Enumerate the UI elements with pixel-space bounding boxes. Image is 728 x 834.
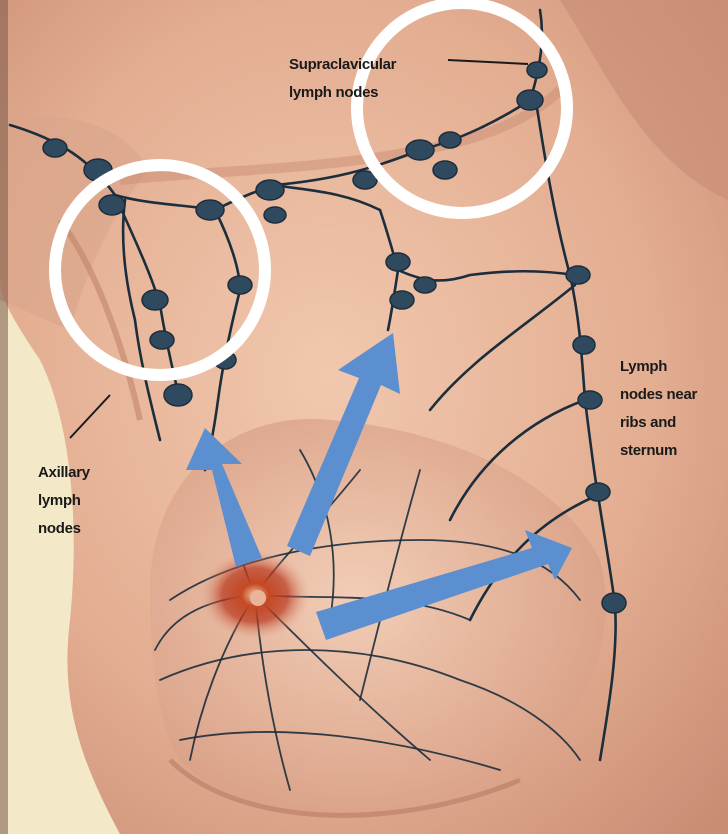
frame-edge (0, 0, 8, 834)
lymph-node (264, 207, 286, 223)
lymph-node (142, 290, 168, 310)
lymph-node (150, 331, 174, 349)
lymph-node (228, 276, 252, 294)
lymph-node (386, 253, 410, 271)
lymph-node (527, 62, 547, 78)
ribs-sternum-label-line-3: ribs and (620, 416, 697, 430)
axillary-label-line-1: Axillary (38, 466, 90, 480)
axillary-label-line-3: nodes (38, 522, 90, 536)
lymph-node (196, 200, 224, 220)
lymph-node (517, 90, 543, 110)
ribs-sternum-label-line-4: sternum (620, 444, 697, 458)
lymph-node (99, 195, 125, 215)
lymph-node (43, 139, 67, 157)
lymph-node (256, 180, 284, 200)
supraclavicular-label: Supraclavicular lymph nodes (289, 44, 396, 114)
lymph-node (164, 384, 192, 406)
axillary-label: Axillary lymph nodes (38, 452, 90, 550)
lymph-node (433, 161, 457, 179)
lymph-node (578, 391, 602, 409)
lymph-node (586, 483, 610, 501)
lymph-node (414, 277, 436, 293)
lymph-node (439, 132, 461, 148)
lymph-node (390, 291, 414, 309)
ribs-sternum-label: Lymph nodes near ribs and sternum (620, 346, 697, 472)
lymph-node (406, 140, 434, 160)
ribs-sternum-label-line-2: nodes near (620, 388, 697, 402)
supraclavicular-label-line-1: Supraclavicular (289, 58, 396, 72)
lymph-node (573, 336, 595, 354)
lymph-node (602, 593, 626, 613)
ribs-sternum-label-line-1: Lymph (620, 360, 697, 374)
axillary-label-line-2: lymph (38, 494, 90, 508)
supraclavicular-label-line-2: lymph nodes (289, 86, 396, 100)
lymph-node (566, 266, 590, 284)
nipple (250, 590, 266, 606)
